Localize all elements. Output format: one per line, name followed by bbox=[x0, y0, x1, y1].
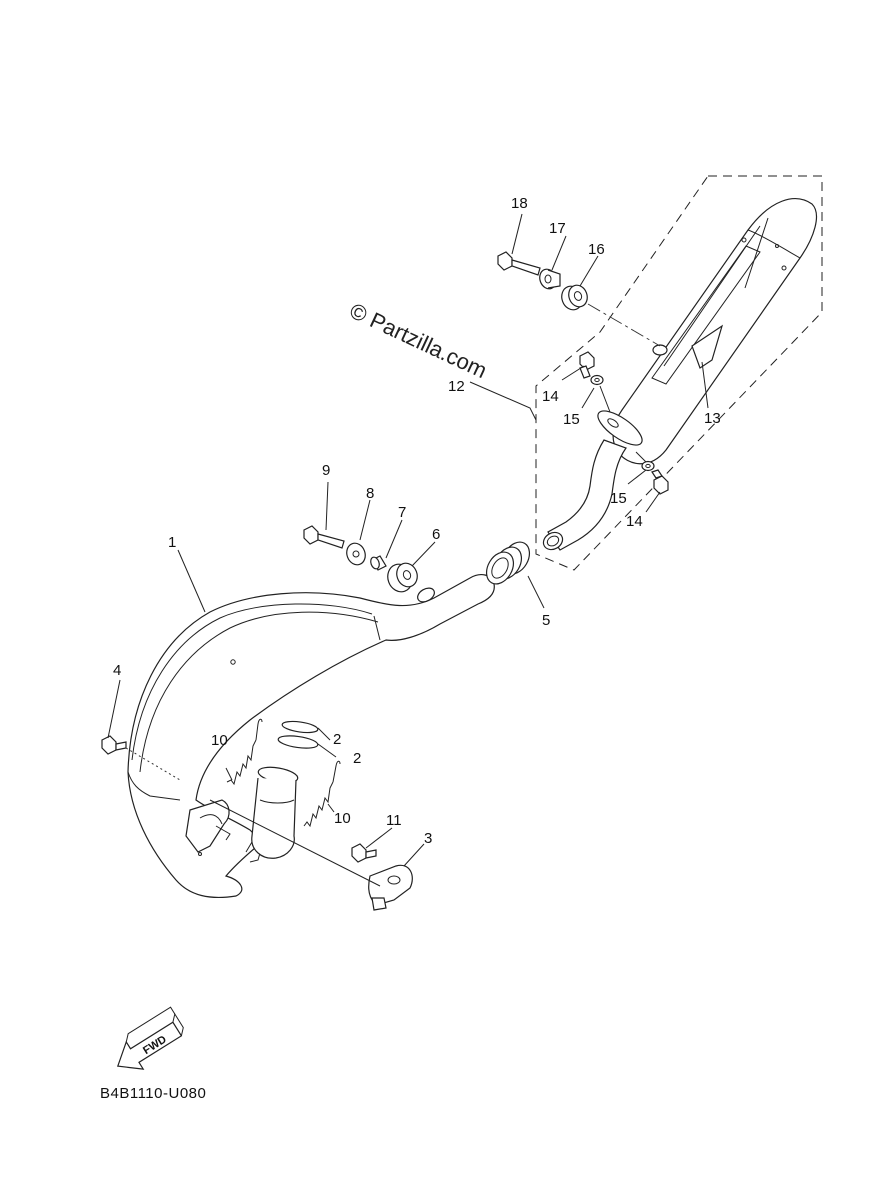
watermark-text: © Partzilla.com bbox=[346, 298, 491, 383]
bolt-14-upper bbox=[579, 351, 595, 379]
callout-1: 1 bbox=[168, 534, 176, 551]
callout-6: 6 bbox=[432, 526, 440, 543]
silencer-assembly-boundary bbox=[535, 175, 823, 571]
silencer-mount-center-line bbox=[587, 303, 661, 347]
spring-right bbox=[303, 760, 341, 828]
clamp-bracket-3 bbox=[368, 864, 413, 911]
callout-15-lower: 15 bbox=[610, 490, 627, 507]
leader-lines bbox=[107, 213, 709, 867]
bolt-4 bbox=[101, 735, 127, 755]
callout-13: 13 bbox=[704, 410, 721, 427]
callout-14-lower: 14 bbox=[626, 513, 643, 530]
callout-2-lower: 2 bbox=[353, 750, 361, 767]
forward-direction-icon: FWD bbox=[116, 1006, 184, 1070]
gasket-upper bbox=[281, 720, 319, 734]
callout-16: 16 bbox=[588, 241, 605, 258]
callout-10-left: 10 bbox=[211, 732, 228, 749]
silencer-body bbox=[612, 198, 817, 465]
spring-left bbox=[226, 718, 263, 786]
washer-15-upper bbox=[590, 374, 604, 386]
bolt-14-lower bbox=[651, 469, 669, 495]
bolt-9 bbox=[303, 525, 345, 549]
lower-bolt-center-line bbox=[635, 451, 647, 463]
grommet-16 bbox=[561, 284, 588, 311]
callout-7: 7 bbox=[398, 504, 406, 521]
gasket-lower bbox=[277, 735, 319, 749]
exhaust-joint-pipe bbox=[251, 766, 299, 859]
callout-11: 11 bbox=[386, 812, 402, 829]
callout-14-upper: 14 bbox=[542, 388, 559, 405]
bracket-alignment-line bbox=[209, 799, 381, 887]
collar-7 bbox=[370, 555, 387, 571]
callout-15-upper: 15 bbox=[563, 411, 580, 428]
diagram-code: B4B1110-U080 bbox=[100, 1085, 206, 1102]
upper-bolt-center-line bbox=[599, 385, 611, 413]
washer-15-lower bbox=[641, 460, 655, 472]
callout-3: 3 bbox=[424, 830, 432, 847]
callout-10-right: 10 bbox=[334, 810, 351, 827]
grommet-6 bbox=[387, 562, 418, 593]
callout-12: 12 bbox=[448, 378, 465, 395]
exhaust-pipe-chamber bbox=[127, 574, 495, 899]
callout-18: 18 bbox=[511, 195, 528, 212]
callout-8: 8 bbox=[366, 485, 374, 502]
callout-17: 17 bbox=[549, 220, 566, 237]
callout-9: 9 bbox=[322, 462, 330, 479]
bracket-alignment-line-2 bbox=[215, 825, 231, 841]
callout-5: 5 bbox=[542, 612, 550, 629]
joint-rubber-5 bbox=[485, 541, 531, 585]
bolt-18 bbox=[497, 251, 541, 276]
collar-17 bbox=[539, 268, 561, 290]
bolt-11 bbox=[351, 843, 377, 863]
callout-2-upper: 2 bbox=[333, 731, 341, 748]
bolt-4-alignment-line bbox=[125, 747, 181, 781]
silencer-inlet-pipe bbox=[542, 410, 643, 551]
callout-4: 4 bbox=[113, 662, 121, 679]
washer-8 bbox=[346, 542, 366, 566]
